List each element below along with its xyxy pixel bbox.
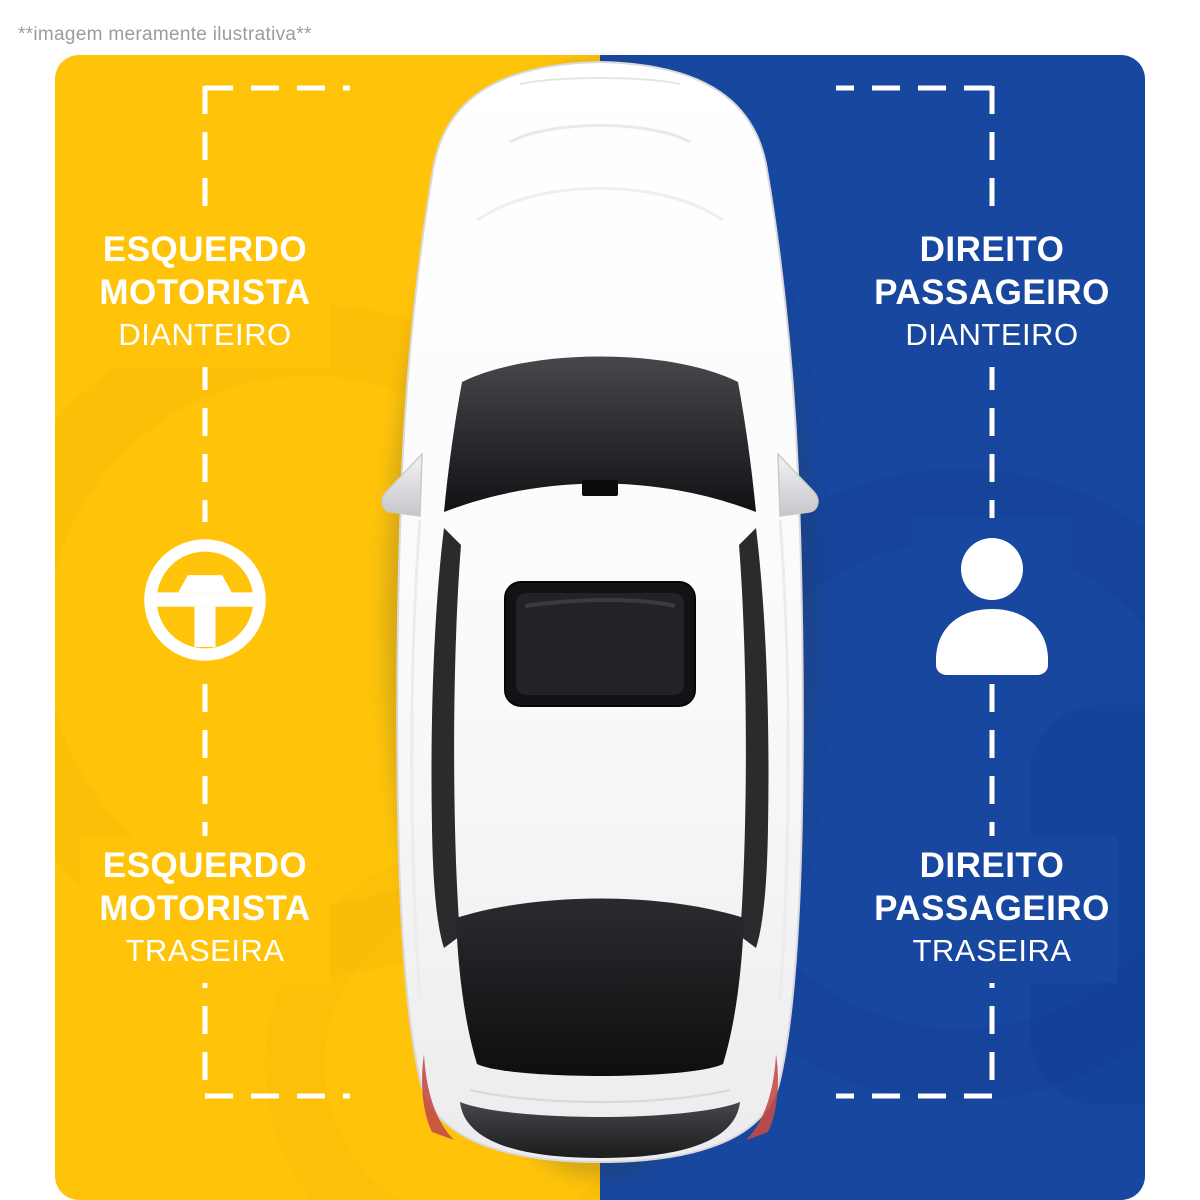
label-line-bold: DIREITO: [919, 846, 1065, 885]
windshield-glass: [444, 356, 756, 512]
car-top-view: [381, 60, 820, 1178]
passenger-icon-container: [912, 518, 1072, 682]
label-line-regular: TRASEIRA: [125, 933, 285, 968]
label-line-regular: DIANTEIRO: [118, 317, 292, 352]
label-line-bold: ESQUERDO: [102, 230, 308, 269]
person-icon: [936, 538, 1048, 675]
label-left-front: ESQUERDO MOTORISTA DIANTEIRO: [80, 220, 330, 367]
label-line-regular: TRASEIRA: [912, 933, 1072, 968]
steering-wheel-icon: [144, 539, 266, 661]
rear-bumper: [460, 1102, 740, 1158]
label-line-regular: DIANTEIRO: [905, 317, 1079, 352]
label-line-bold: PASSAGEIRO: [874, 273, 1110, 312]
label-right-rear: DIREITO PASSAGEIRO TRASEIRA: [867, 836, 1117, 983]
driver-icon-container: [125, 522, 285, 678]
label-line-bold: PASSAGEIRO: [874, 889, 1110, 928]
label-right-front: DIREITO PASSAGEIRO DIANTEIRO: [867, 220, 1117, 367]
rear-window-glass: [456, 898, 744, 1076]
label-left-rear: ESQUERDO MOTORISTA TRASEIRA: [80, 836, 330, 983]
side-mirror: [381, 452, 423, 517]
label-line-bold: ESQUERDO: [102, 846, 308, 885]
label-line-bold: MOTORISTA: [99, 889, 311, 928]
taillight: [422, 1054, 454, 1140]
label-line-bold: MOTORISTA: [99, 273, 311, 312]
disclaimer-text: **imagem meramente ilustrativa**: [18, 24, 312, 45]
label-line-bold: DIREITO: [919, 230, 1065, 269]
